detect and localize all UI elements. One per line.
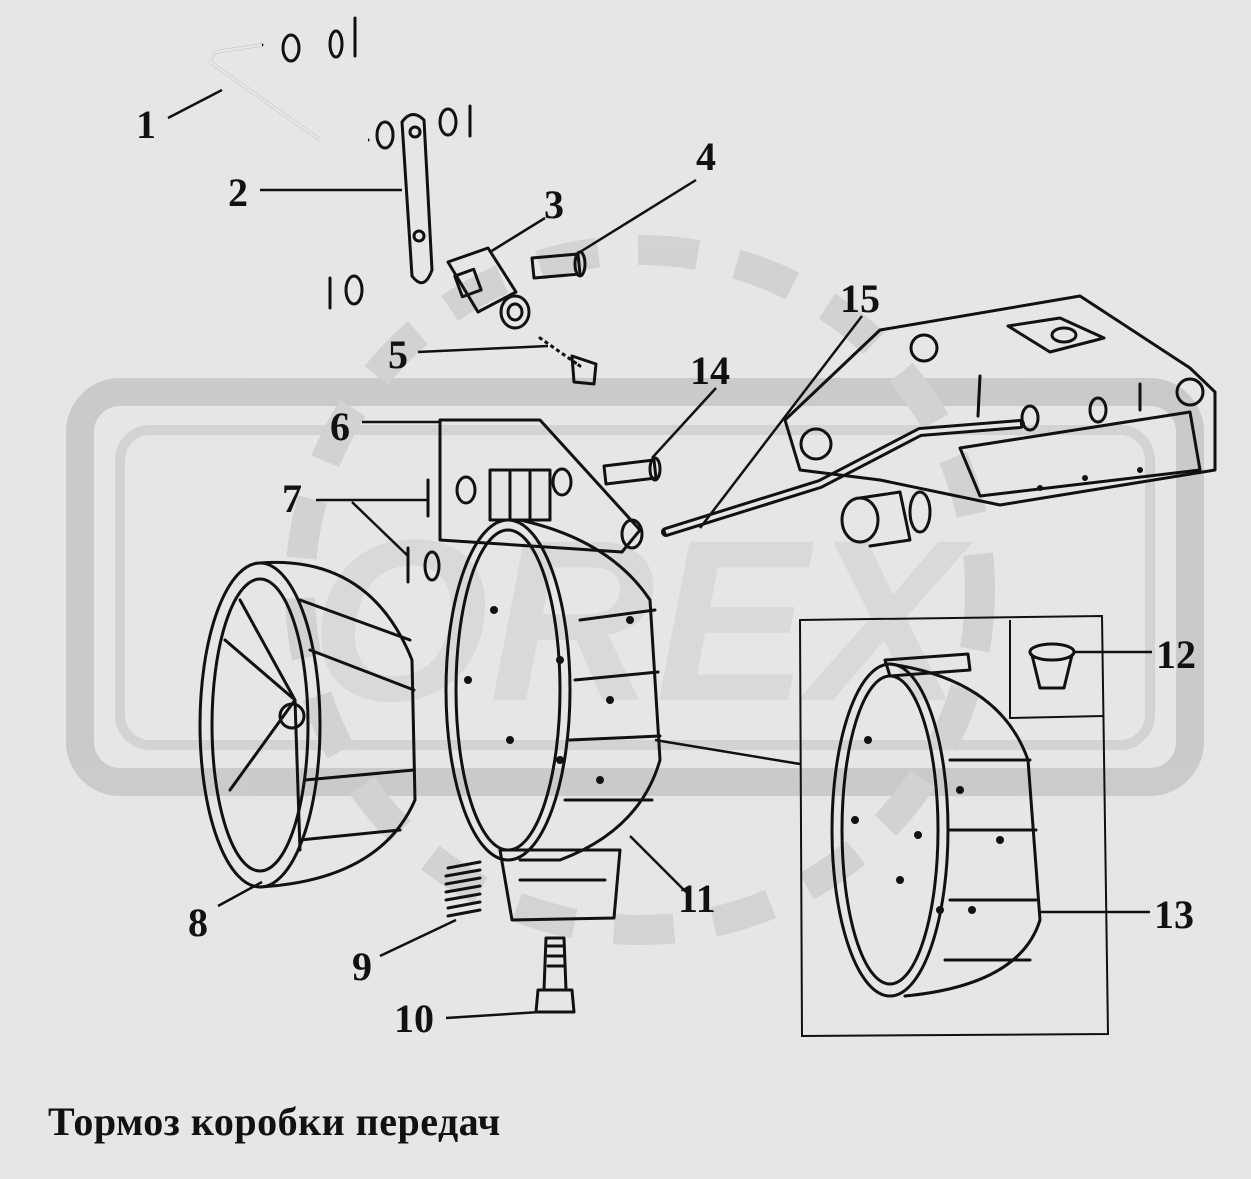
leader-lines xyxy=(167,88,1152,1020)
leader-9 xyxy=(379,918,457,958)
leader-3 xyxy=(489,216,546,254)
gearbox-cover xyxy=(783,294,1217,507)
leader-7 xyxy=(316,498,428,557)
leader-1 xyxy=(167,88,223,120)
part-12-plug xyxy=(1028,642,1076,690)
diagram-caption: Тормоз коробки передач xyxy=(48,1099,501,1144)
leader-11 xyxy=(629,835,687,893)
leader-5 xyxy=(417,344,549,354)
callout-11: 11 xyxy=(678,876,716,921)
part-6-bracket xyxy=(438,418,644,554)
watermark-logo: OREX xyxy=(66,235,1204,945)
leader-14 xyxy=(651,387,717,459)
callout-4: 4 xyxy=(696,134,716,179)
part-15-rod-assembly xyxy=(661,419,1025,548)
callout-15: 15 xyxy=(840,276,880,321)
callout-2: 2 xyxy=(228,170,248,215)
part-8-drum xyxy=(198,560,417,889)
callout-6: 6 xyxy=(330,404,350,449)
callout-7: 7 xyxy=(282,476,302,521)
callout-9: 9 xyxy=(352,944,372,989)
part-1-rod xyxy=(208,16,370,142)
part-11-brake-band xyxy=(444,518,662,922)
part-3-clevis xyxy=(446,246,531,330)
leader-8 xyxy=(217,880,263,908)
leader-4 xyxy=(579,178,697,254)
callout-8: 8 xyxy=(188,900,208,945)
callout-3: 3 xyxy=(544,182,564,227)
leader-10 xyxy=(445,1010,541,1020)
leader-15 xyxy=(699,315,863,529)
part-9-spring xyxy=(444,860,482,918)
callout-1: 1 xyxy=(136,102,156,147)
part-10-bolt xyxy=(534,936,576,1014)
callout-13: 13 xyxy=(1154,892,1194,937)
part-13-band-lining xyxy=(830,652,1042,998)
callout-10: 10 xyxy=(394,996,434,1041)
callout-12: 12 xyxy=(1156,632,1196,677)
part-2-lever xyxy=(328,104,472,310)
part-14-pin xyxy=(602,456,662,486)
part-7-cotter-pins xyxy=(406,478,441,584)
callout-labels: 1 2 3 4 5 6 7 8 9 10 11 12 13 14 15 xyxy=(136,102,1196,1041)
part-5-bolt xyxy=(538,336,598,386)
callout-14: 14 xyxy=(690,348,730,393)
callout-5: 5 xyxy=(388,332,408,377)
detail-box xyxy=(654,614,1110,1038)
